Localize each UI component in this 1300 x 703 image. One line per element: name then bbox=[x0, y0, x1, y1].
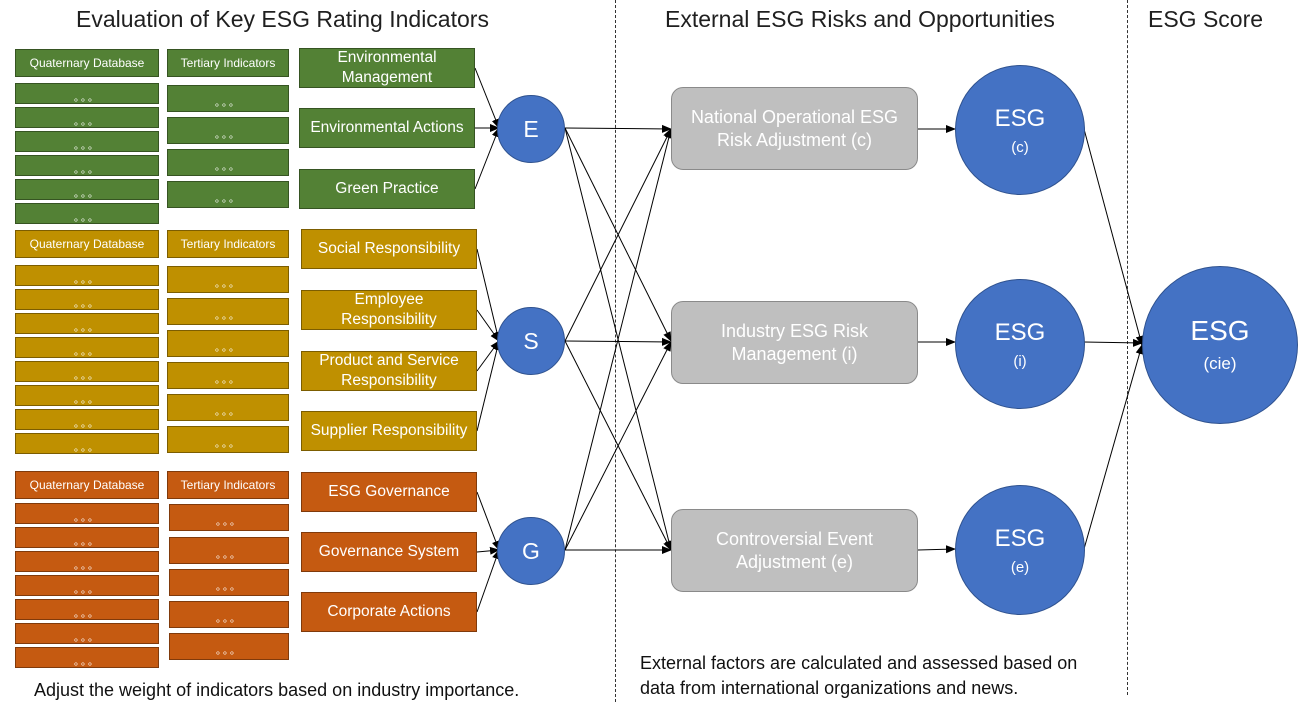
link-envmgmt-e bbox=[474, 67, 500, 129]
esg-e-label: ESG bbox=[994, 524, 1046, 552]
risk-industry-management: Industry ESG Risk Management (i) bbox=[671, 301, 918, 384]
indicator-environmental-actions: Environmental Actions bbox=[299, 108, 475, 148]
env-quaternary-row: 。。。 bbox=[15, 131, 159, 152]
esg-i-sub: (i) bbox=[1013, 352, 1027, 370]
indicator-product-service-responsibility: Product and Service Responsibility bbox=[301, 351, 477, 391]
soc-tertiary-row: 。。。 bbox=[167, 330, 289, 357]
soc-tertiary-header: Tertiary Indicators bbox=[167, 230, 289, 258]
indicator-social-responsibility: Social Responsibility bbox=[301, 229, 477, 269]
gov-tertiary-row: 。。。 bbox=[169, 537, 289, 564]
esg-cie-circle: ESG (cie) bbox=[1142, 266, 1298, 424]
pillar-g-circle: G bbox=[497, 517, 565, 585]
esg-cie-sub: (cie) bbox=[1203, 354, 1237, 373]
link-esgi-final bbox=[1083, 338, 1143, 347]
indicator-esg-governance: ESG Governance bbox=[301, 472, 477, 512]
env-tertiary-row: 。。。 bbox=[167, 181, 289, 208]
link-controversial-esge bbox=[917, 545, 956, 554]
env-tertiary-row: 。。。 bbox=[167, 149, 289, 176]
esg-c-sub: (c) bbox=[1011, 138, 1029, 156]
env-tertiary-header: Tertiary Indicators bbox=[167, 49, 289, 77]
gov-quaternary-row: 。。。 bbox=[15, 503, 159, 524]
soc-tertiary-row: 。。。 bbox=[167, 362, 289, 389]
esg-i-label: ESG bbox=[994, 318, 1046, 346]
external-header: External ESG Risks and Opportunities bbox=[665, 6, 1055, 32]
esg-i-circle: ESG (i) bbox=[955, 279, 1085, 409]
soc-quaternary-row: 。。。 bbox=[15, 409, 159, 430]
soc-tertiary-row: 。。。 bbox=[167, 426, 289, 453]
link-green-e bbox=[474, 127, 500, 190]
soc-quaternary-row: 。。。 bbox=[15, 433, 159, 454]
gov-quaternary-row: 。。。 bbox=[15, 647, 159, 668]
link-s-national bbox=[564, 128, 672, 342]
link-g-industry bbox=[564, 341, 672, 551]
env-quaternary-header: Quaternary Database bbox=[15, 49, 159, 77]
soc-tertiary-row: 。。。 bbox=[167, 394, 289, 421]
pillar-s-circle: S bbox=[497, 307, 565, 375]
gov-tertiary-row: 。。。 bbox=[169, 601, 289, 628]
gov-quaternary-row: 。。。 bbox=[15, 623, 159, 644]
link-employee-s bbox=[476, 309, 500, 342]
soc-quaternary-row: 。。。 bbox=[15, 313, 159, 334]
gov-quaternary-row: 。。。 bbox=[15, 527, 159, 548]
link-social-s bbox=[476, 248, 501, 342]
link-govsys-g bbox=[476, 546, 500, 555]
link-esge-final bbox=[1083, 344, 1144, 550]
link-g-national bbox=[564, 128, 673, 551]
esg-e-circle: ESG (e) bbox=[955, 485, 1085, 615]
footnote-middle: External factors are calculated and asse… bbox=[640, 653, 1078, 698]
indicator-governance-system: Governance System bbox=[301, 532, 477, 572]
indicator-green-practice: Green Practice bbox=[299, 169, 475, 209]
soc-tertiary-row: 。。。 bbox=[167, 266, 289, 293]
esg-e-sub: (e) bbox=[1010, 558, 1030, 576]
link-e-national bbox=[564, 124, 672, 133]
footnote-left: Adjust the weight of indicators based on… bbox=[34, 680, 520, 700]
indicator-environmental-management: Environmental Management bbox=[299, 48, 475, 88]
env-quaternary-row: 。。。 bbox=[15, 155, 159, 176]
evaluation-header: Evaluation of Key ESG Rating Indicators bbox=[76, 6, 489, 32]
env-tertiary-row: 。。。 bbox=[167, 117, 289, 144]
gov-tertiary-header: Tertiary Indicators bbox=[167, 471, 289, 499]
risk-controversial-event: Controversial Event Adjustment (e) bbox=[671, 509, 918, 592]
esg-c-label: ESG bbox=[994, 104, 1046, 132]
indicator-corporate-actions: Corporate Actions bbox=[301, 592, 477, 632]
soc-tertiary-row: 。。。 bbox=[167, 298, 289, 325]
env-quaternary-row: 。。。 bbox=[15, 179, 159, 200]
indicator-employee-responsibility: Employee Responsibility bbox=[301, 290, 477, 330]
soc-quaternary-row: 。。。 bbox=[15, 289, 159, 310]
pillar-e-circle: E bbox=[497, 95, 565, 163]
soc-quaternary-row: 。。。 bbox=[15, 265, 159, 286]
env-quaternary-row: 。。。 bbox=[15, 203, 159, 224]
gov-tertiary-row: 。。。 bbox=[169, 633, 289, 660]
gov-quaternary-row: 。。。 bbox=[15, 599, 159, 620]
soc-quaternary-row: 。。。 bbox=[15, 337, 159, 358]
gov-tertiary-row: 。。。 bbox=[169, 569, 289, 596]
soc-quaternary-header: Quaternary Database bbox=[15, 230, 159, 258]
soc-quaternary-row: 。。。 bbox=[15, 385, 159, 406]
esg-cie-label: ESG bbox=[1190, 315, 1250, 346]
env-quaternary-row: 。。。 bbox=[15, 83, 159, 104]
link-supplier-s bbox=[476, 340, 501, 432]
env-tertiary-row: 。。。 bbox=[167, 85, 289, 112]
score-header: ESG Score bbox=[1148, 6, 1264, 32]
link-esgc-final bbox=[1083, 128, 1144, 346]
divider-right bbox=[1127, 0, 1128, 695]
risk-national-operational: National Operational ESG Risk Adjustment… bbox=[671, 87, 918, 170]
indicator-supplier-responsibility: Supplier Responsibility bbox=[301, 411, 477, 451]
soc-quaternary-row: 。。。 bbox=[15, 361, 159, 382]
gov-tertiary-row: 。。。 bbox=[169, 504, 289, 531]
gov-quaternary-header: Quaternary Database bbox=[15, 471, 159, 499]
gov-quaternary-row: 。。。 bbox=[15, 575, 159, 596]
env-quaternary-row: 。。。 bbox=[15, 107, 159, 128]
link-govesg-g bbox=[476, 491, 500, 551]
gov-quaternary-row: 。。。 bbox=[15, 551, 159, 572]
link-corp-g bbox=[476, 549, 500, 613]
esg-c-circle: ESG (c) bbox=[955, 65, 1085, 195]
